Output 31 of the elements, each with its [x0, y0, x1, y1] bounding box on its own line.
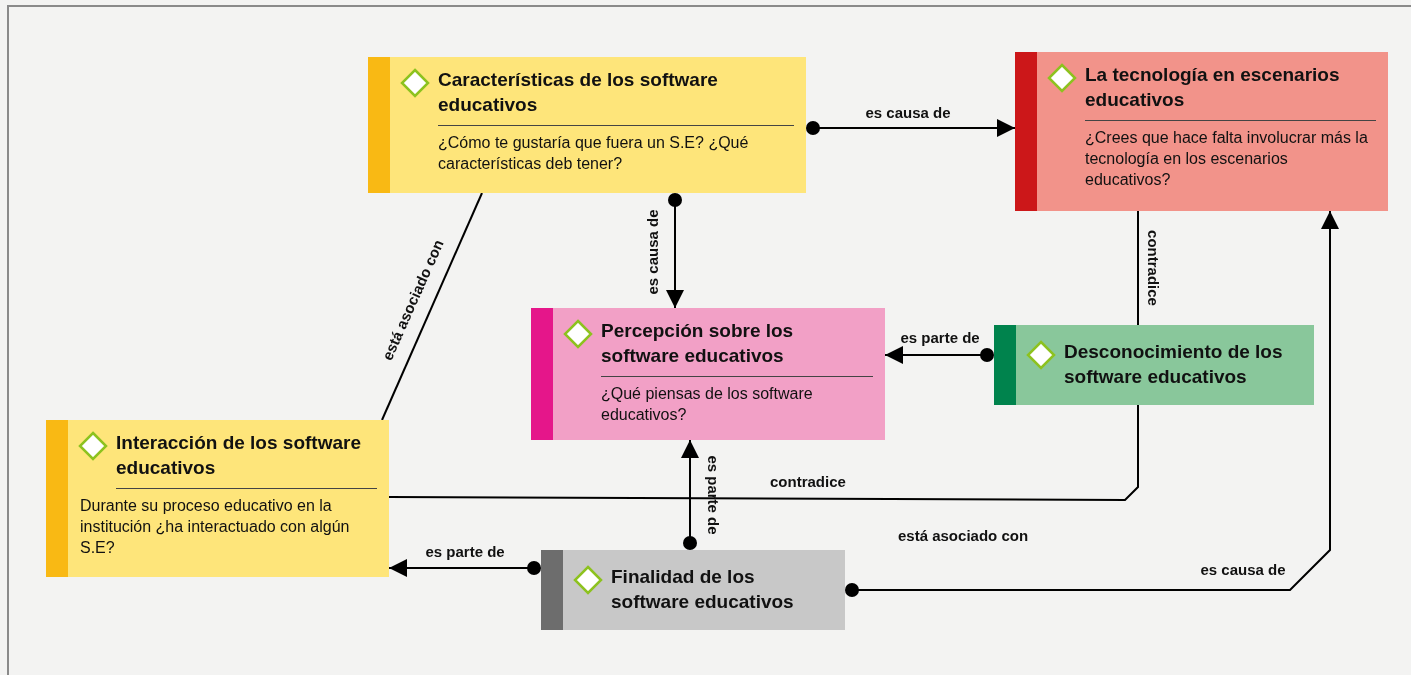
question-text: ¿Cómo te gustaría que fuera un S.E? ¿Qué características deb tener? [438, 133, 750, 174]
node-heading: Desconocimiento de los software educativos [1064, 340, 1284, 389]
edge-label: es parte de [703, 455, 722, 535]
question-text: ¿Qué piensas de los software educativos? [601, 384, 814, 425]
relation-label: está asociado con [898, 527, 1029, 544]
edge-label: es causa de [643, 209, 662, 295]
node-heading: Finalidad de los software educativos [611, 565, 795, 614]
arrow [388, 559, 541, 577]
arrow [666, 193, 684, 309]
edge-label: es causa de [865, 104, 951, 122]
edge-label: es parte de [900, 329, 980, 347]
question-text: Durante su proceso educativo en la institución ¿ha interactuado con algún S.E? [80, 496, 351, 558]
arrow [845, 210, 1339, 597]
node-heading: Interacción de los software educativos [116, 431, 362, 480]
arrow [681, 439, 699, 550]
concept-box [531, 308, 885, 440]
concept-box [46, 420, 389, 577]
node-heading: Percepción sobre los software educativos [601, 319, 795, 368]
node-heading: La tecnología en escenarios educativos [1085, 63, 1341, 112]
concept-box [541, 550, 845, 630]
concept-box [1015, 52, 1388, 211]
edge-label: es causa de [1200, 561, 1286, 579]
arrow [884, 346, 994, 364]
concept-box [368, 57, 806, 193]
question-text: ¿Crees que hace falta involucrar más la tecnología en los escenarios educativos? [1085, 128, 1369, 190]
concept-box [994, 325, 1314, 405]
edge-label: contradice [1143, 230, 1162, 306]
edge-label: contradice [770, 473, 846, 491]
arrow [806, 119, 1016, 137]
edge-label: es parte de [425, 543, 505, 561]
node-heading: Características de los software educativos [438, 68, 719, 117]
